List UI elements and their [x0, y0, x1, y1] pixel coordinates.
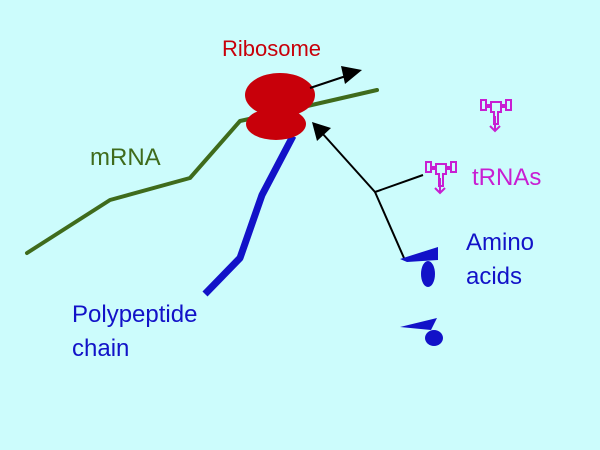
ribosome-large-subunit: [245, 73, 315, 117]
trna-delivery-arrow-shaft: [321, 132, 376, 193]
amino-acids-label-line1: Amino: [466, 229, 535, 256]
amino-acid-icon-2: [400, 318, 443, 346]
polypeptide-label-line2: chain: [72, 335, 130, 362]
ribosome-small-subunit: [246, 108, 306, 140]
amino-acids-label-line2: acids: [466, 263, 523, 290]
amino-acid-icon-1: [400, 247, 438, 287]
ribosome-label: Ribosome: [222, 36, 322, 61]
polypeptide-label-line1: Polypeptide: [72, 301, 198, 328]
trnas-label: tRNAs: [472, 164, 542, 191]
trna-delivery-arrowhead: [312, 122, 331, 141]
mrna-label: mRNA: [90, 144, 161, 171]
ribosome-direction-arrow-shaft: [309, 75, 347, 89]
polypeptide-chain: [202, 134, 297, 297]
ribosome-direction-arrowhead: [341, 66, 362, 84]
